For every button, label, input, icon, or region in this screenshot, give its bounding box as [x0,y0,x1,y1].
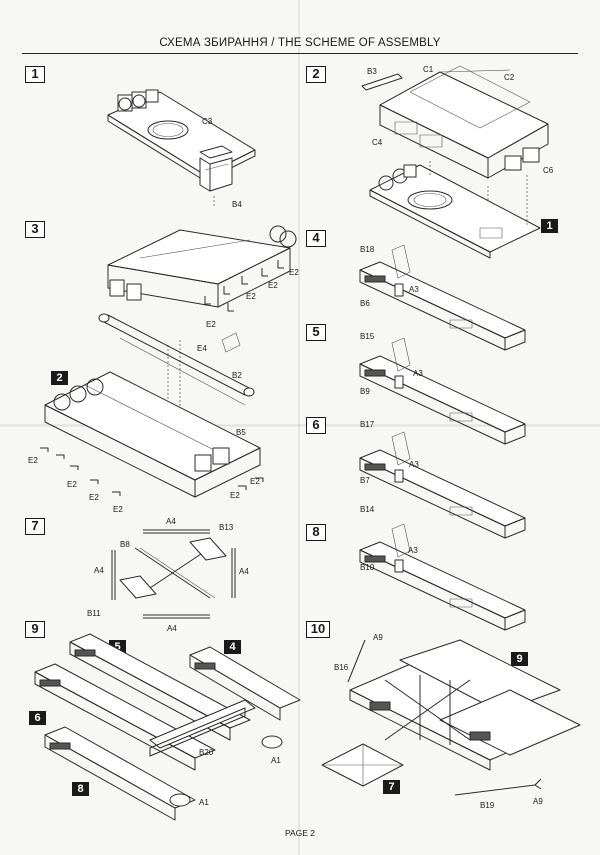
label-b3: B3 [367,67,377,76]
label-a4: A4 [239,567,249,576]
label-b7: B7 [360,476,370,485]
step7-drawing [111,529,236,619]
label-a3: A3 [409,285,419,294]
step3-drawing [40,225,297,498]
label-a9: A9 [533,797,543,806]
step-badge-6: 6 [306,417,326,434]
ref-badge-step8: 8 [72,782,89,796]
step-badge-5: 5 [306,324,326,341]
label-b8: B8 [120,540,130,549]
label-e2: E2 [28,456,38,465]
label-b13: B13 [219,523,234,532]
label-e2: E2 [67,480,77,489]
step2-drawing [361,65,549,259]
label-e2: E2 [289,268,299,277]
ref-badge-step9: 9 [511,652,528,666]
step-badge-1: 1 [25,66,45,83]
ref-badge-step1: 1 [541,219,558,233]
label-e2: E2 [250,477,260,486]
fold-crease-horizontal [0,424,600,427]
label-e2: E2 [89,493,99,502]
label-b17: B17 [360,420,375,429]
label-b10: B10 [360,563,375,572]
label-a4: A4 [166,517,176,526]
label-b11: B11 [87,609,101,618]
label-e4: E4 [197,344,207,353]
label-e2: E2 [206,320,216,329]
label-b4: B4 [232,200,242,209]
step-badge-2: 2 [306,66,326,83]
step8-drawing [359,523,526,631]
step-badge-8: 8 [306,524,326,541]
label-c2: C2 [504,73,515,82]
label-a4: A4 [167,624,177,633]
step10-drawing [321,639,581,796]
title-rule [22,53,578,54]
step5-drawing [359,337,526,445]
page-footer: PAGE 2 [284,828,316,838]
step4-drawing [359,244,526,351]
label-a3: A3 [409,460,419,469]
label-b5: B5 [236,428,246,437]
step9-drawing [34,633,301,821]
step-badge-4: 4 [306,230,326,247]
fold-crease-vertical [298,0,300,855]
label-b19: B19 [480,801,495,810]
label-a1: A1 [271,756,281,765]
label-c3: C3 [202,117,213,126]
label-c1: C1 [423,65,434,74]
page-title: СХЕМА ЗБИРАННЯ / THE SCHEME OF ASSEMBLY [159,37,441,49]
ref-badge-step4: 4 [224,640,241,654]
label-b2: B2 [232,371,242,380]
ref-badge-step7: 7 [383,780,400,794]
label-e2: E2 [230,491,240,500]
label-b6: B6 [360,299,370,308]
label-e2: E2 [268,281,278,290]
ref-badge-step2: 2 [51,371,68,385]
label-b15: B15 [360,332,375,341]
label-b16: B16 [334,663,349,672]
label-b20: B20 [199,748,214,757]
label-a1: A1 [199,798,209,807]
label-a3: A3 [413,369,423,378]
ref-badge-step6: 6 [29,711,46,725]
label-b14: B14 [360,505,375,514]
label-a9: A9 [373,633,383,642]
label-b9: B9 [360,387,370,396]
label-a4: A4 [94,566,104,575]
label-e2: E2 [246,292,256,301]
label-c6: C6 [543,166,554,175]
step6-drawing [359,431,526,539]
step1-drawing [107,89,256,206]
label-b18: B18 [360,245,375,254]
step-badge-3: 3 [25,221,45,238]
step-badge-10: 10 [306,621,330,638]
label-e2: E2 [113,505,123,514]
step-badge-9: 9 [25,621,45,638]
label-a3: A3 [408,546,418,555]
label-c4: C4 [372,138,383,147]
step-badge-7: 7 [25,518,45,535]
